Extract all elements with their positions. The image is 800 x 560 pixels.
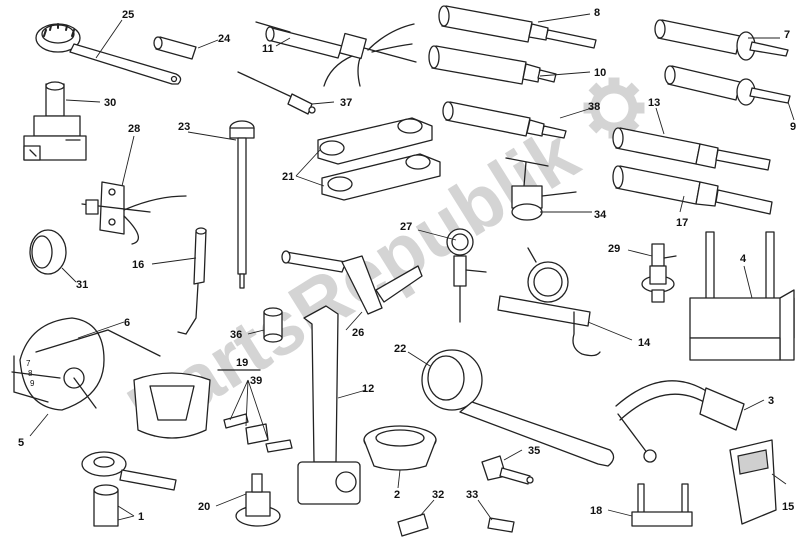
label-18: 18: [590, 505, 602, 517]
tool-29-adapter: [641, 243, 677, 303]
tool-34-puller: [505, 157, 577, 221]
label-31: 31: [76, 279, 88, 291]
tool-25-pin-spanner: [35, 23, 182, 85]
tool-9-drift: [664, 65, 791, 106]
label-22: 22: [394, 343, 406, 355]
label-23: 23: [178, 121, 190, 133]
tool-5-lever: [11, 371, 61, 379]
tool-14-indicator: [497, 247, 601, 357]
label-30: 30: [104, 97, 116, 109]
tool-28-bracket: [81, 181, 187, 245]
tool-22-ring-spanner: [421, 349, 615, 467]
label-10: 10: [594, 67, 606, 79]
label-37: 37: [340, 97, 352, 109]
label-29: 29: [608, 243, 620, 255]
tool-2-filter-cup: [363, 425, 437, 471]
label-16: 16: [132, 259, 144, 271]
label-15: 15: [782, 501, 794, 513]
part-labels: 25 24 11 8 10 38 7 9 13 17 37 30 28 23 2…: [18, 7, 796, 523]
label-26: 26: [352, 327, 364, 339]
label-13: 13: [648, 97, 660, 109]
dial-scale-number: 9: [30, 379, 35, 388]
tool-26-bar: [281, 250, 423, 315]
dial-scale-number: 8: [28, 369, 33, 378]
tool-37-rod: [237, 71, 316, 115]
label-28: 28: [128, 123, 140, 135]
tool-17-drift: [612, 165, 773, 215]
tool-24-bushing: [153, 36, 197, 60]
tool-23-shaft: [229, 120, 255, 289]
label-38: 38: [588, 101, 600, 113]
tool-13-drift: [612, 127, 771, 171]
tool-7-drift: [654, 19, 789, 61]
label-20: 20: [198, 501, 210, 513]
label-35: 35: [528, 445, 540, 457]
label-1: 1: [138, 511, 144, 523]
label-24: 24: [218, 33, 231, 45]
label-8: 8: [594, 7, 600, 19]
label-2: 2: [394, 489, 400, 501]
tool-11-puller: [255, 21, 417, 87]
label-6: 6: [124, 317, 130, 329]
label-5: 5: [18, 437, 24, 449]
label-39: 39: [250, 375, 262, 387]
label-19: 19: [236, 357, 248, 369]
tool-33-bolt: [487, 517, 515, 533]
tool-21-bridges: [317, 117, 441, 201]
tool-35-pin: [481, 455, 534, 485]
tool-6-degree-wheel: 7 8 9: [13, 317, 161, 411]
tool-10-drift: [428, 45, 557, 85]
tool-15-tester: [729, 439, 777, 525]
label-7: 7: [784, 29, 790, 41]
label-4: 4: [740, 253, 747, 265]
tool-39-screws: [223, 413, 293, 453]
dial-scale-number: 7: [26, 359, 31, 368]
label-9: 9: [790, 121, 796, 133]
label-12: 12: [362, 383, 374, 395]
tool-1-spanner: [81, 451, 177, 527]
label-21: 21: [282, 171, 294, 183]
tool-12-wrench: [297, 305, 361, 505]
tool-19-holder: [133, 369, 261, 439]
tool-30-fixture: [23, 81, 87, 161]
tool-31-ring: [29, 229, 67, 275]
label-11: 11: [262, 43, 274, 55]
tool-4-stand: [689, 231, 795, 361]
tool-18-fork: [631, 483, 693, 527]
label-27: 27: [400, 221, 412, 233]
tool-38-drift: [442, 101, 567, 139]
tool-3-crank: [615, 380, 745, 463]
label-33: 33: [466, 489, 478, 501]
label-25: 25: [122, 9, 134, 21]
label-32: 32: [432, 489, 444, 501]
tool-32-bolt: [397, 513, 429, 537]
label-17: 17: [676, 217, 688, 229]
label-3: 3: [768, 395, 774, 407]
tool-27-dial-gauge: [446, 228, 487, 323]
label-36: 36: [230, 329, 242, 341]
tool-8-drift: [438, 5, 597, 49]
leader-lines: [29, 13, 795, 521]
label-34: 34: [594, 209, 607, 221]
tool-16-hook: [177, 227, 207, 335]
tool-36-socket: [263, 307, 283, 343]
tool-20-base: [235, 473, 281, 527]
label-14: 14: [638, 337, 651, 349]
